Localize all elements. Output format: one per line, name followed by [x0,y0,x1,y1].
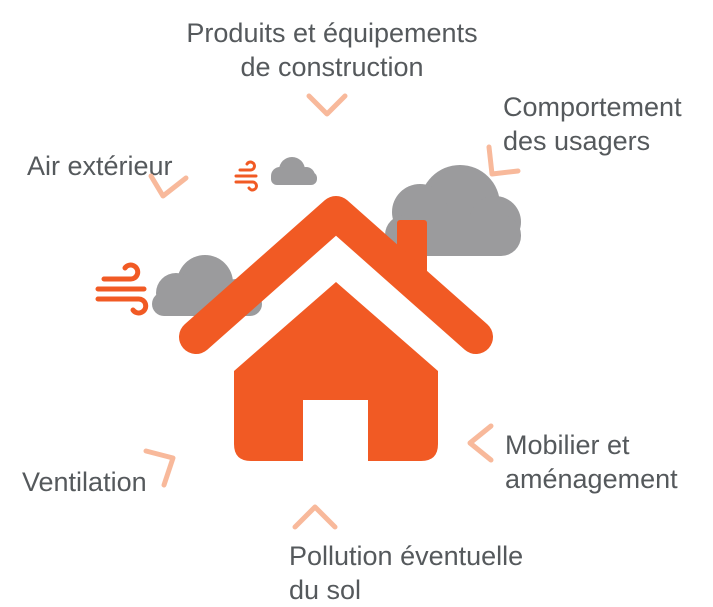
chevron-icon [306,93,348,117]
label-line: Pollution éventuelle [289,541,524,571]
wind-icon [95,262,149,316]
label-line: des usagers [503,126,651,156]
chevron-icon [143,448,176,488]
wind-icon [234,160,258,192]
label-line: du sol [289,575,362,605]
chevron-icon [148,173,189,199]
chevron-icon [292,504,338,530]
label-line: Comportement [503,92,682,122]
cloud-icon [271,157,317,185]
label-line: Produits et équipements [186,18,478,48]
label-comportement-usagers: Comportement des usagers [503,90,682,158]
label-line: Air extérieur [27,151,173,181]
label-line: de construction [240,52,424,82]
label-pollution-sol: Pollution éventuelle du sol [289,539,523,607]
house-icon [179,196,493,461]
label-line: aménagement [505,464,678,494]
label-line: Mobilier et [505,430,630,460]
label-produits-equipements: Produits et équipements de construction [181,16,483,84]
chevron-icon [467,423,494,463]
label-mobilier-amenagement: Mobilier et aménagement [505,428,678,496]
label-line: Ventilation [22,467,147,497]
label-air-exterieur: Air extérieur [27,149,173,183]
label-ventilation: Ventilation [22,465,147,499]
chevron-icon [486,144,521,177]
